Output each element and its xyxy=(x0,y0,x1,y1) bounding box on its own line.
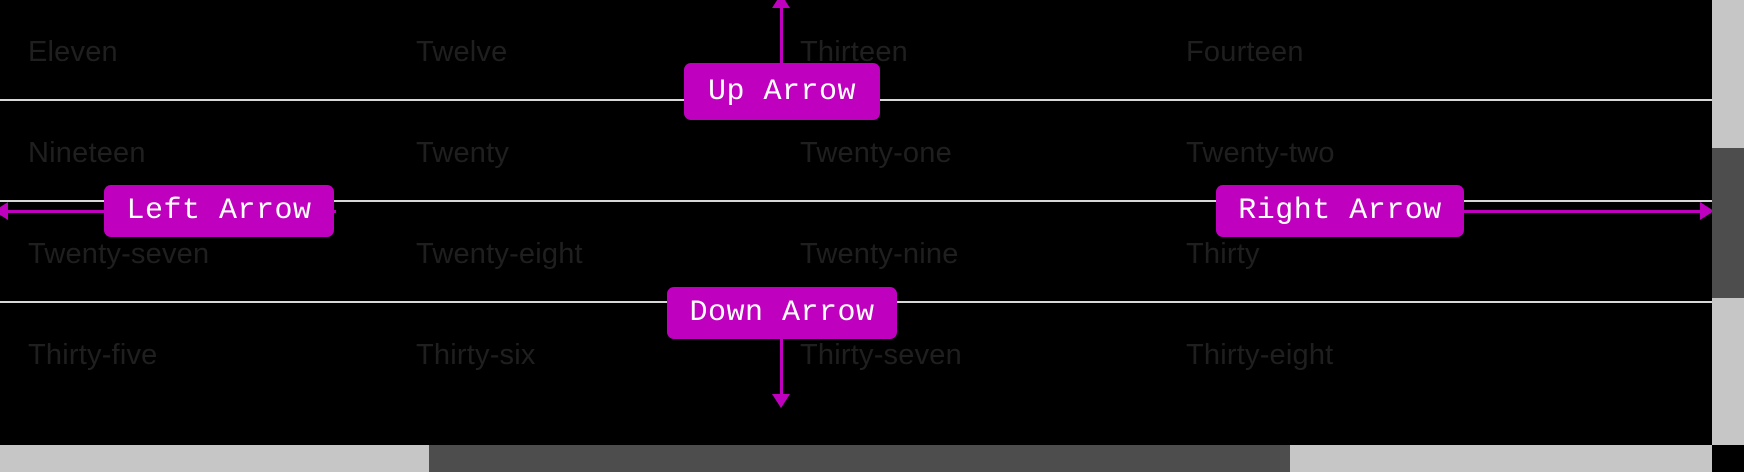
grid-cell[interactable]: Nineteen xyxy=(28,137,146,169)
left-arrow-label[interactable]: Left Arrow xyxy=(104,185,334,237)
grid-cell[interactable]: Thirty-six xyxy=(416,339,536,371)
vertical-scrollbar[interactable] xyxy=(1712,0,1744,445)
grid-cell[interactable]: Twenty-one xyxy=(800,137,952,169)
table-row[interactable]: Nineteen Twenty Twenty-one Twenty-two xyxy=(0,101,1712,202)
right-arrow-icon xyxy=(1700,202,1712,220)
left-arrow-icon xyxy=(0,202,8,220)
row-divider xyxy=(0,200,1712,202)
grid-cell[interactable]: Thirty-eight xyxy=(1186,339,1334,371)
grid-cell[interactable]: Thirty-seven xyxy=(800,339,962,371)
down-arrow-stem xyxy=(780,300,783,398)
grid-cell[interactable]: Thirty-five xyxy=(28,339,158,371)
grid-cell[interactable]: Twenty-nine xyxy=(800,238,959,270)
grid-cell[interactable]: Thirty xyxy=(1186,238,1260,270)
grid-cell[interactable]: Twenty-seven xyxy=(28,238,210,270)
table-row[interactable]: Twenty-seven Twenty-eight Twenty-nine Th… xyxy=(0,202,1712,303)
scrollbar-corner xyxy=(1712,445,1744,472)
grid-cell[interactable]: Twenty xyxy=(416,137,510,169)
grid-cell[interactable]: Twenty-two xyxy=(1186,137,1335,169)
grid-cell[interactable]: Twenty-eight xyxy=(416,238,583,270)
horizontal-scrollbar[interactable] xyxy=(0,445,1712,472)
right-arrow-label[interactable]: Right Arrow xyxy=(1216,185,1464,237)
down-arrow-icon xyxy=(772,394,790,408)
grid-cell[interactable]: Eleven xyxy=(28,36,118,68)
up-arrow-stem xyxy=(780,6,783,116)
table-row[interactable]: Eleven Twelve Thirteen Fourteen xyxy=(0,0,1712,101)
grid-cell[interactable]: Twelve xyxy=(416,36,508,68)
up-arrow-label[interactable]: Up Arrow xyxy=(684,63,880,120)
vertical-scrollbar-thumb[interactable] xyxy=(1712,148,1744,298)
right-arrow-stem xyxy=(1380,210,1706,213)
down-arrow-label[interactable]: Down Arrow xyxy=(667,287,897,339)
grid-viewport[interactable]: Eleven Twelve Thirteen Fourteen Nineteen… xyxy=(0,0,1712,445)
grid-cell[interactable]: Thirteen xyxy=(800,36,908,68)
horizontal-scrollbar-thumb[interactable] xyxy=(429,445,1290,472)
table-row[interactable]: Thirty-five Thirty-six Thirty-seven Thir… xyxy=(0,303,1712,404)
up-arrow-icon xyxy=(772,0,790,8)
grid-cell[interactable]: Fourteen xyxy=(1186,36,1304,68)
